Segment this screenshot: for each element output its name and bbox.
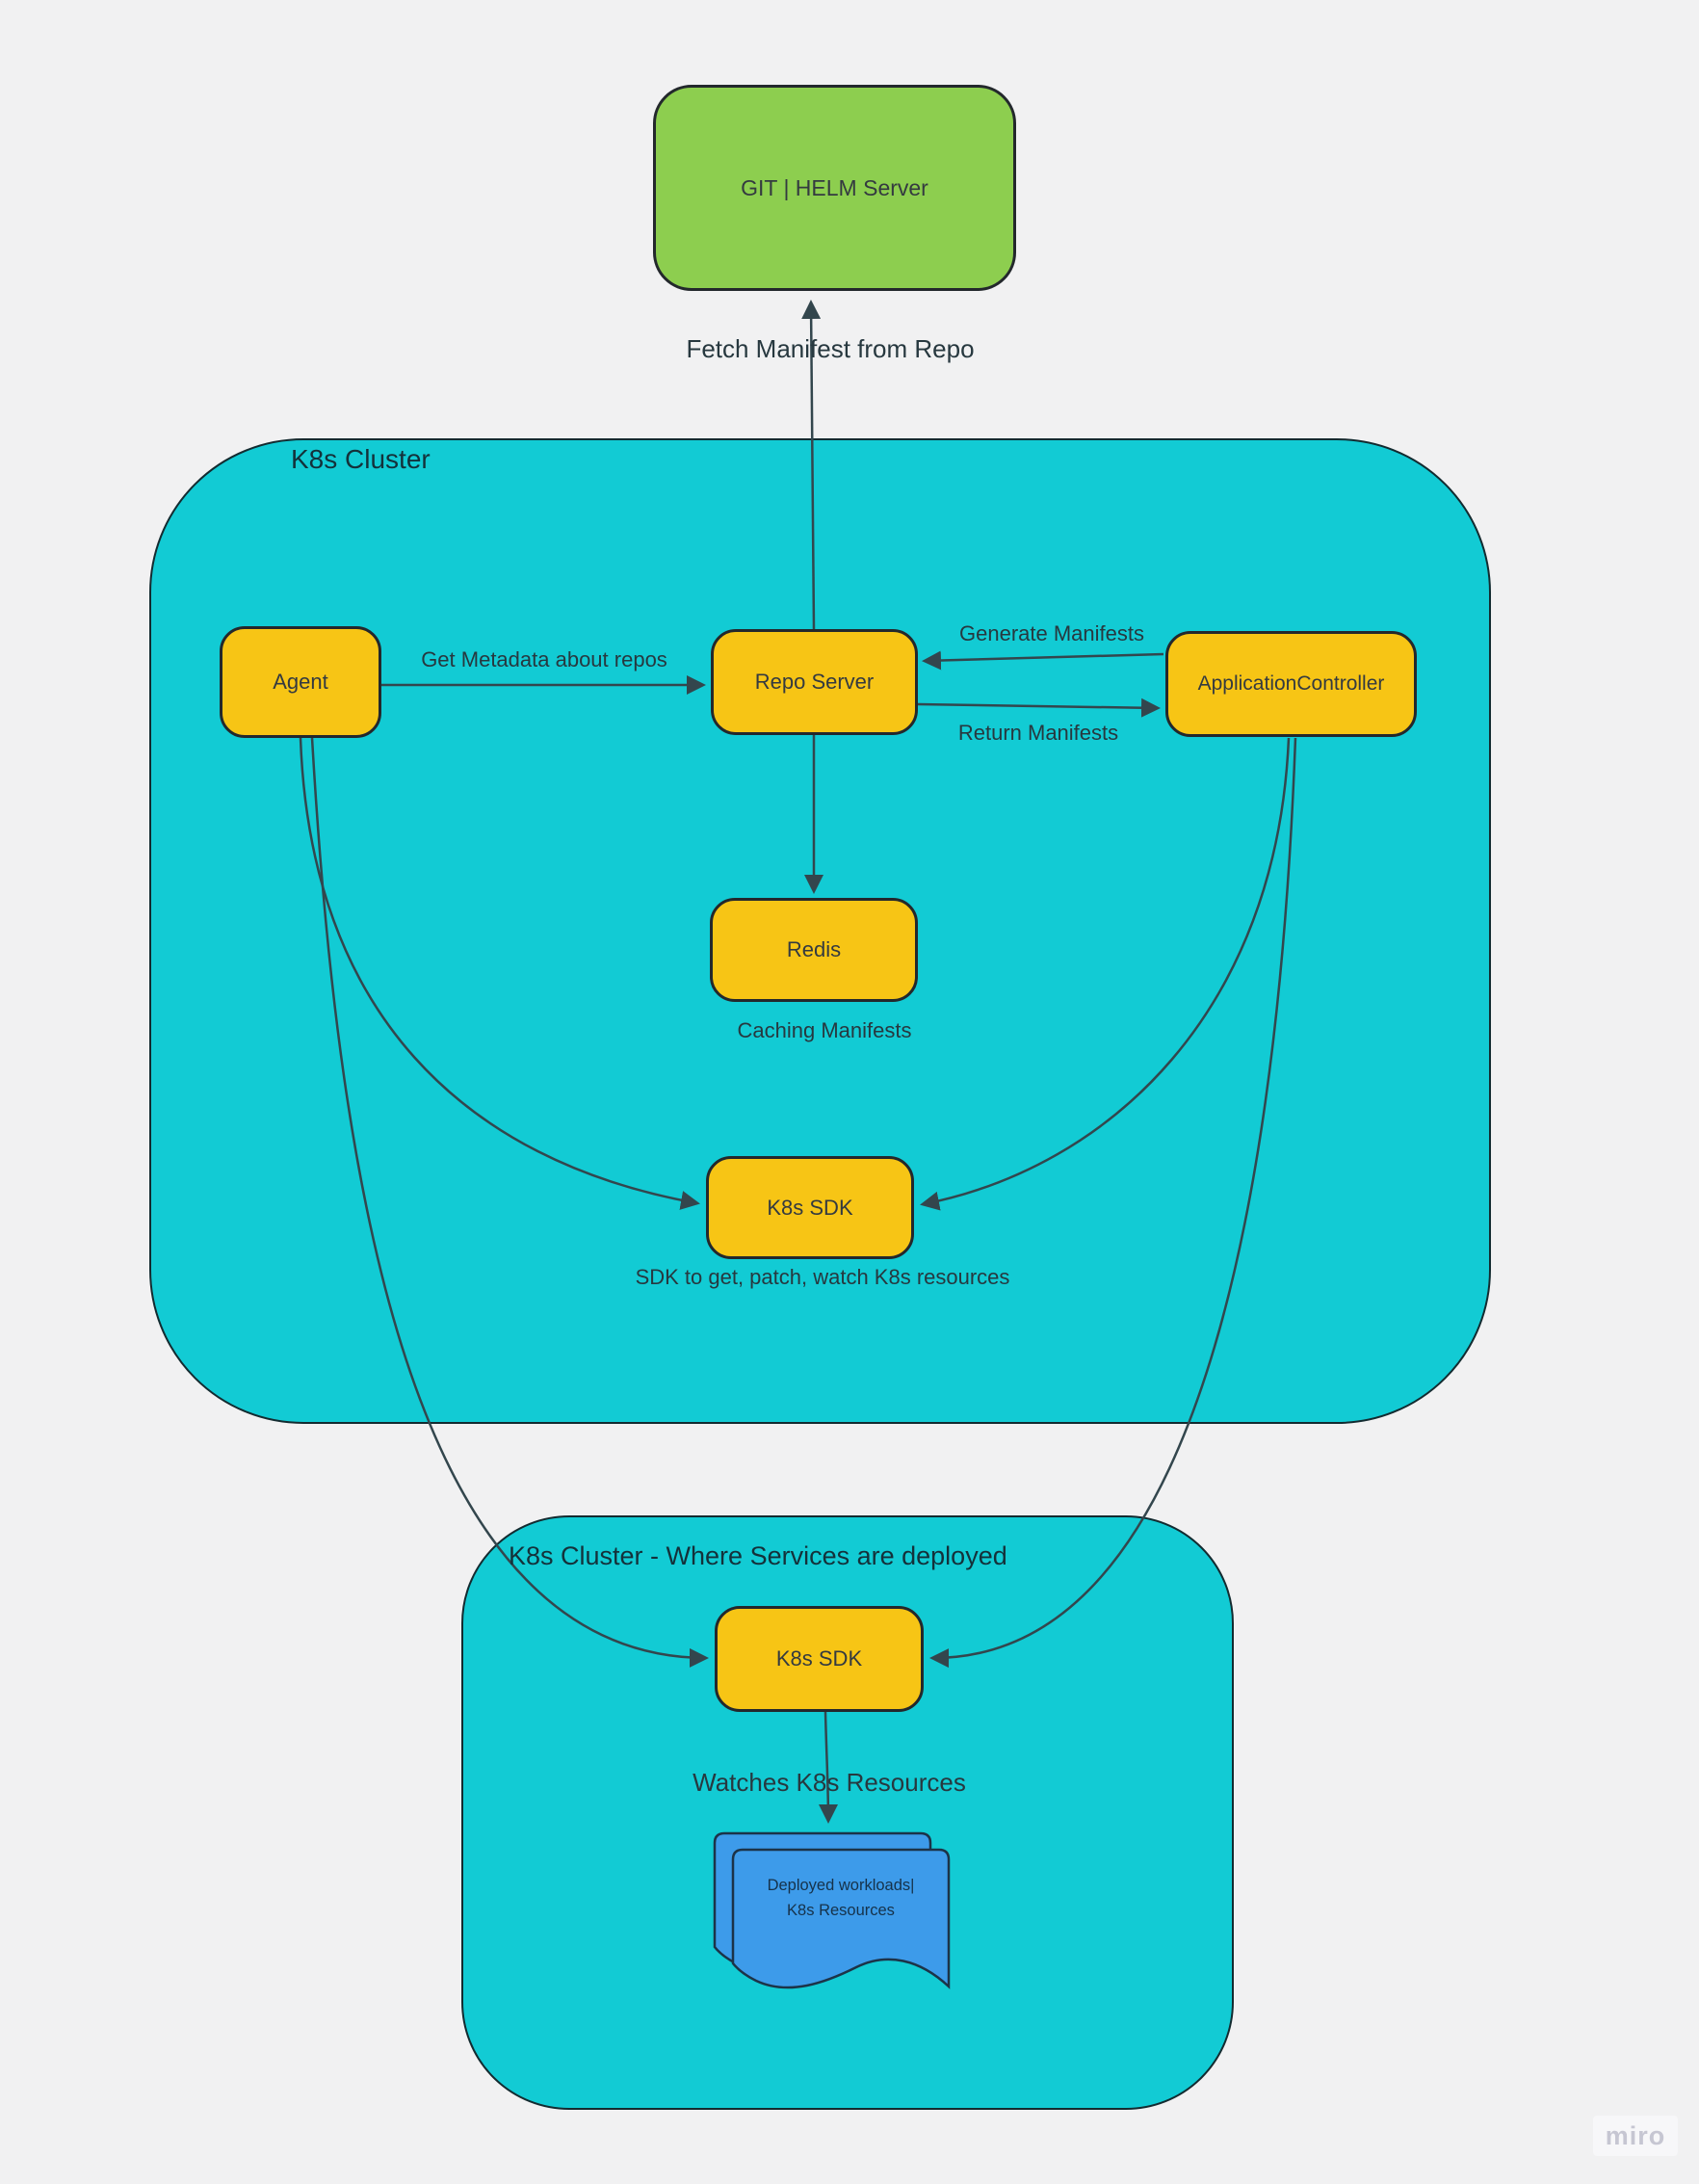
edge-agent-to-k8s-sdk-services [310,737,709,1668]
node-k8s-sdk-services[interactable]: K8s SDK [715,1606,924,1712]
edge-repo-server-to-appcontroller [917,697,1161,718]
label-fetch-manifest: Fetch Manifest from Repo [686,334,975,363]
node-repo-server-label: Repo Server [754,670,875,694]
edge-appcontroller-to-k8s-sdk-main [920,737,1291,1211]
node-k8s-sdk-main[interactable]: K8s SDK [706,1156,914,1259]
node-k8s-sdk-services-label: K8s SDK [775,1646,863,1671]
node-redis-label: Redis [786,937,842,961]
node-agent[interactable]: Agent [220,626,381,738]
cluster-k8s-services-title: K8s Cluster - Where Services are deploye… [509,1541,1007,1570]
edge-appcontroller-to-k8s-sdk-services [929,737,1297,1669]
label-generate-manifests: Generate Manifests [959,621,1144,645]
label-return-manifests: Return Manifests [957,721,1119,745]
node-k8s-sdk-main-label: K8s SDK [767,1195,853,1220]
node-repo-server[interactable]: Repo Server [711,629,918,735]
label-get-metadata: Get Metadata about repos [421,647,667,671]
document-label-line2: K8s Resources [787,1902,895,1919]
node-git-helm-server-label: GIT | HELM Server [741,174,928,200]
label-watches-resources: Watches K8s Resources [693,1768,966,1797]
edge-repo-server-to-git-helm [801,300,822,630]
edge-k8s-sdk-services-to-workloads [818,1711,838,1824]
label-caching-manifests: Caching Manifests [737,1018,912,1042]
node-redis[interactable]: Redis [710,898,918,1002]
label-sdk-caption: SDK to get, patch, watch K8s resources [635,1265,1010,1289]
document-label-line1: Deployed workloads| [767,1877,915,1894]
document-deployed-workloads[interactable] [708,1817,958,2019]
node-application-controller[interactable]: ApplicationController [1165,631,1417,737]
node-agent-label: Agent [273,670,328,694]
edge-appcontroller-to-repo-server [922,650,1164,671]
edge-agent-to-k8s-sdk-main [299,737,700,1210]
miro-watermark: miro [1593,2116,1678,2156]
document-front-sheet [731,1848,951,1989]
cluster-k8s-main-title: K8s Cluster [291,444,431,474]
node-application-controller-label: ApplicationController [1197,672,1385,695]
document-label: Deployed workloads| K8s Resources [733,1873,949,1923]
node-git-helm-server[interactable]: GIT | HELM Server [653,85,1016,291]
